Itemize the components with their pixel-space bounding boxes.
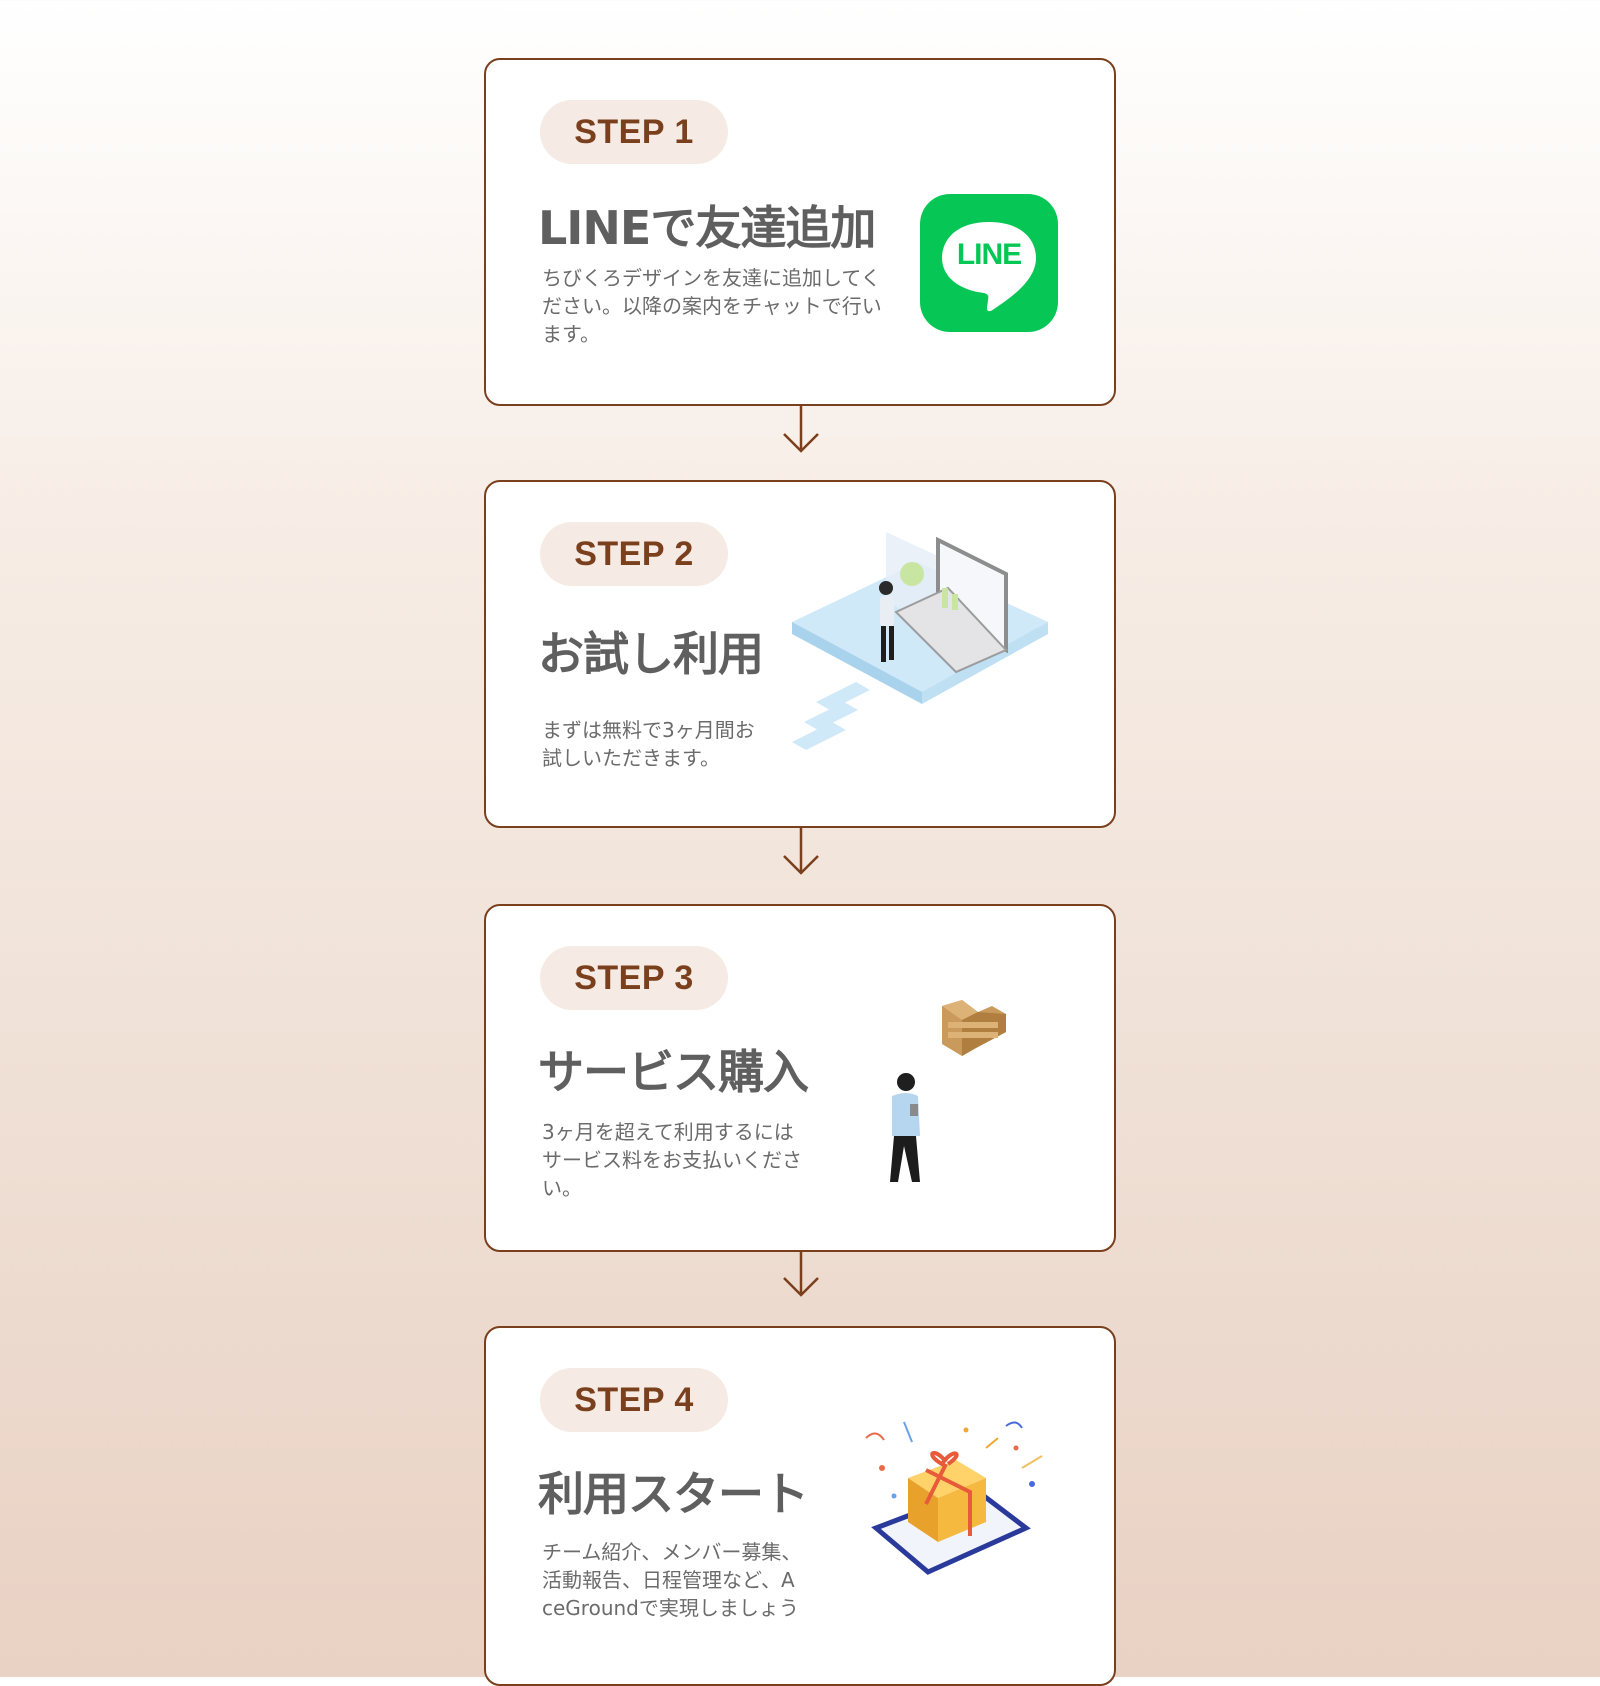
arrow-down-icon: [783, 828, 819, 875]
step-4-card: STEP 4 利用スタート チーム紹介、メンバー募集、活動報告、日程管理など、A…: [484, 1326, 1116, 1686]
laptop-platform-illustration: [792, 532, 1048, 750]
step-4-description: チーム紹介、メンバー募集、活動報告、日程管理など、AceGroundで実現しまし…: [542, 1540, 802, 1620]
step-2-badge: STEP 2: [540, 522, 728, 586]
line-logo-text: LINE: [956, 238, 1022, 271]
person-yen-illustration: [890, 1000, 1006, 1182]
gift-box-illustration: [865, 1421, 1043, 1575]
step-2-title: お試し利用: [538, 627, 764, 681]
step-1-card: STEP 1 LINEで友達追加 ちびくろデザインを友達に追加してください。以降…: [484, 58, 1116, 406]
step-3-card: STEP 3 サービス購入 3ヶ月を超えて利用するにはサービス料をお支払いくださ…: [484, 904, 1116, 1252]
arrow-down-icon: [783, 1250, 819, 1297]
line-app-icon[interactable]: LINE: [920, 194, 1058, 332]
step-3-description: 3ヶ月を超えて利用するにはサービス料をお支払いください。: [542, 1120, 802, 1200]
step-4-title: 利用スタート: [538, 1467, 809, 1521]
step-2-description: まずは無料で3ヶ月間お試しいただきます。: [542, 718, 755, 770]
step-2-card: STEP 2 お試し利用 まずは無料で3ヶ月間お試しいただきます。: [484, 480, 1116, 828]
step-3-badge: STEP 3: [540, 946, 728, 1010]
step-1-description: ちびくろデザインを友達に追加してください。以降の案内をチャットで行います。: [542, 266, 882, 346]
step-3-title: サービス購入: [538, 1045, 809, 1099]
step-1-title: LINEで友達追加: [538, 201, 876, 255]
step-1-badge: STEP 1: [540, 100, 728, 164]
step-4-badge: STEP 4: [540, 1368, 728, 1432]
arrow-down-icon: [783, 406, 819, 453]
